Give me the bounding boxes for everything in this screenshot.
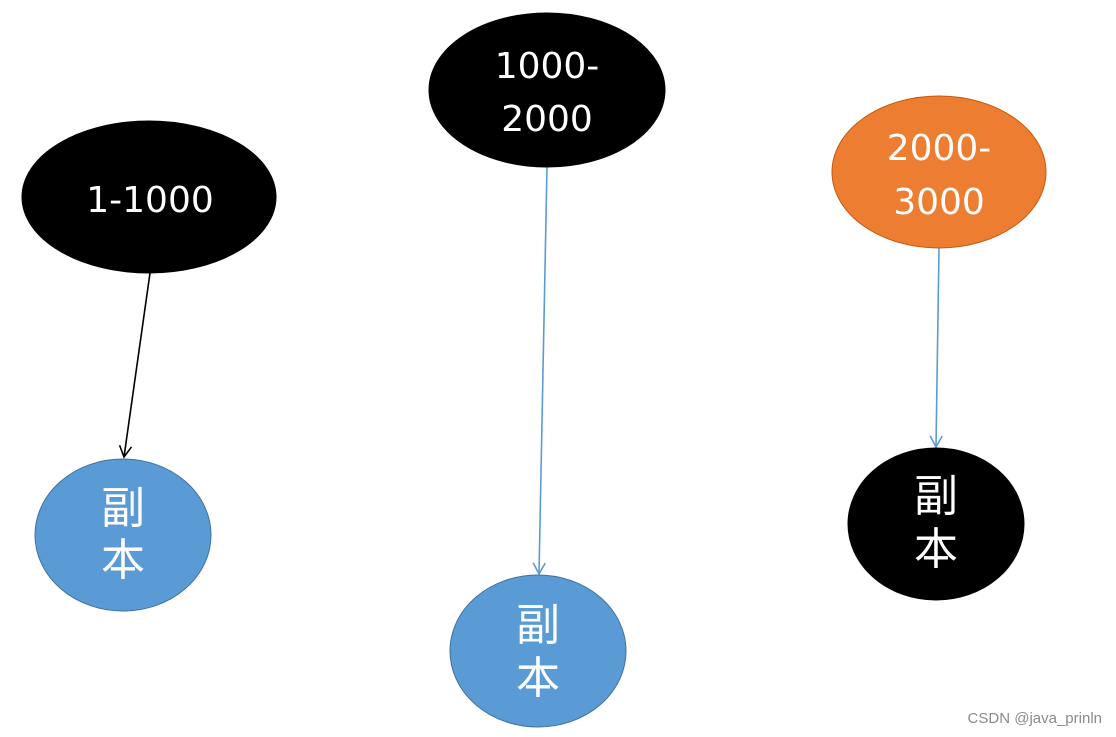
replica-1-label-line-2: 本 — [101, 535, 145, 586]
replica-node-2: 副 本 — [449, 574, 627, 728]
arrow-shard-3-to-replica — [929, 247, 943, 449]
replica-node-1: 副 本 — [34, 458, 212, 612]
arrow-shard-2-to-replica — [532, 166, 548, 576]
replica-1-label-line-1: 副 — [101, 483, 145, 534]
replica-2-label-line-1: 副 — [516, 600, 560, 651]
watermark: CSDN @java_prinln — [967, 710, 1102, 727]
replica-3-label-line-2: 本 — [914, 524, 958, 575]
shard-3-label-line-2: 3000 — [893, 182, 985, 223]
shard-1-label-line-1: 1-1000 — [86, 180, 214, 221]
replica-2-label-line-2: 本 — [516, 653, 560, 704]
shard-2-label-line-2: 2000 — [501, 99, 593, 140]
shard-3-label-line-1: 2000- — [887, 128, 992, 169]
shard-node-3: 2000- 3000 — [831, 95, 1047, 249]
replica-node-3: 副 本 — [847, 447, 1025, 601]
shard-2-label-line-1: 1000- — [495, 46, 600, 87]
shard-node-1: 1-1000 — [21, 120, 277, 274]
arrow-shard-1-to-replica — [118, 272, 151, 459]
replica-3-label-line-1: 副 — [914, 471, 958, 522]
shard-node-2: 1000- 2000 — [428, 12, 666, 168]
